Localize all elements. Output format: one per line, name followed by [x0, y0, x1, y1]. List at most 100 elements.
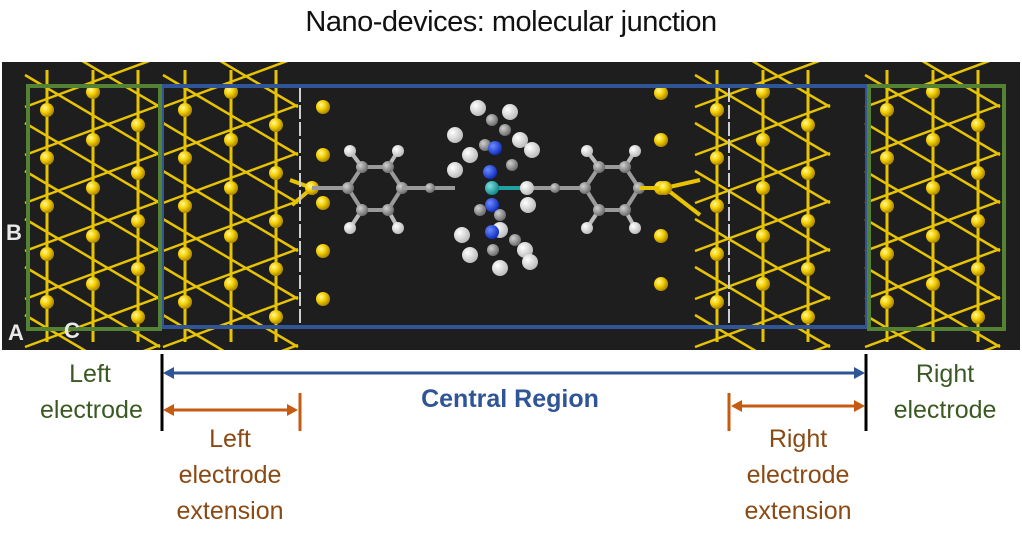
gold-bond [25, 0, 160, 11]
gold-bond [694, 247, 831, 301]
gold-bond [864, 217, 1001, 301]
gold-bond [921, 62, 1001, 109]
hydrogen-atom [629, 222, 641, 234]
gold-bond [163, 0, 298, 11]
gold-atom [178, 103, 192, 117]
gold-bond [864, 151, 1001, 205]
gold-atom [269, 310, 283, 324]
gold-bond [25, 441, 160, 491]
carbon-atom [382, 204, 394, 216]
gold-atom [880, 295, 894, 309]
gold-bond [695, 0, 830, 11]
gold-atom [131, 262, 145, 276]
gold-bond [864, 62, 991, 109]
gold-atom [86, 229, 100, 243]
gold-atom [756, 229, 770, 243]
gold-bond [81, 62, 161, 109]
gold-atom [880, 199, 894, 213]
gold-atom [224, 85, 238, 99]
nitrogen-atom [483, 165, 497, 179]
hydrogen-atom [581, 145, 593, 157]
gold-bond [695, 0, 830, 11]
gold-bond [694, 295, 831, 349]
gold-bond [695, 9, 830, 59]
gold-bond [162, 103, 299, 157]
gold-atom [40, 295, 54, 309]
gold-bond [24, 121, 161, 205]
hydrogen-atom [581, 222, 593, 234]
molecule [289, 100, 702, 276]
left-electrode-label: Left electrode [40, 360, 143, 424]
gold-bond [864, 103, 1001, 157]
carbon-atom [509, 234, 521, 246]
carbon-atom [506, 159, 518, 171]
diagram-title: Nano-devices: molecular junction [305, 6, 717, 38]
gold-bond [24, 199, 161, 253]
gold-bond [864, 265, 1001, 349]
gold-atom [971, 310, 985, 324]
gold-bond [24, 295, 161, 349]
hydrogen-atom [392, 222, 404, 234]
gold-bond [24, 103, 161, 157]
gold-bond [280, 343, 299, 350]
gold-atom [86, 277, 100, 291]
gold-bond [865, 0, 1000, 11]
gold-bond [25, 0, 160, 59]
gold-bond [865, 9, 1000, 59]
gold-bond [163, 9, 298, 59]
carbon-atom [356, 204, 368, 216]
hydrogen-atom [470, 100, 486, 116]
gold-atom [40, 199, 54, 213]
hydrogen-atom [502, 104, 518, 120]
gold-bond [864, 73, 1001, 157]
gold-atom [971, 118, 985, 132]
gold-atom [131, 310, 145, 324]
gold-bond [163, 0, 298, 11]
gold-atom [756, 133, 770, 147]
gold-bond [162, 217, 299, 301]
gold-bond [24, 62, 151, 109]
hydrogen-atom [520, 197, 536, 213]
nitrogen-atom [485, 198, 499, 212]
gold-bond [24, 169, 161, 253]
left-extension-arrow [163, 393, 302, 431]
gold-bond [864, 169, 1001, 253]
gold-atom [801, 166, 815, 180]
gold-bond [812, 343, 831, 350]
gold-atom [269, 166, 283, 180]
axis-label-c: C [64, 318, 80, 343]
gold-bond [694, 169, 831, 253]
gold-atom [654, 277, 668, 291]
gold-bond [865, 0, 1000, 59]
carbon-atom [494, 209, 506, 221]
gold-atom [880, 151, 894, 165]
gold-bond [162, 151, 299, 205]
axis-label-b: B [6, 220, 22, 245]
gold-atom [269, 118, 283, 132]
central-region-label: Central Region [421, 385, 599, 413]
gold-atom [710, 151, 724, 165]
gold-atom [178, 199, 192, 213]
hydrogen-atom [454, 227, 470, 243]
hydrogen-atom [447, 162, 463, 178]
left-extension-label: Left electrode extension [176, 425, 284, 525]
gold-bond [162, 247, 299, 301]
gold-atom [801, 262, 815, 276]
carbon-atom [550, 183, 560, 193]
gold-atom [269, 214, 283, 228]
nitrogen-atom [485, 225, 499, 239]
hydrogen-atom [344, 222, 356, 234]
right-extension-label: Right electrode extension [744, 425, 852, 525]
gold-atom [224, 133, 238, 147]
hydrogen-atom [462, 147, 478, 163]
metal-atom [485, 181, 499, 195]
gold-atom [756, 181, 770, 195]
gold-atom [269, 262, 283, 276]
gold-bond [162, 73, 299, 157]
hydrogen-atom [462, 247, 478, 263]
gold-bond [219, 62, 299, 109]
gold-atom [880, 103, 894, 117]
gold-bond [25, 0, 160, 11]
carbon-atom [579, 182, 591, 194]
carbon-atom [593, 204, 605, 216]
